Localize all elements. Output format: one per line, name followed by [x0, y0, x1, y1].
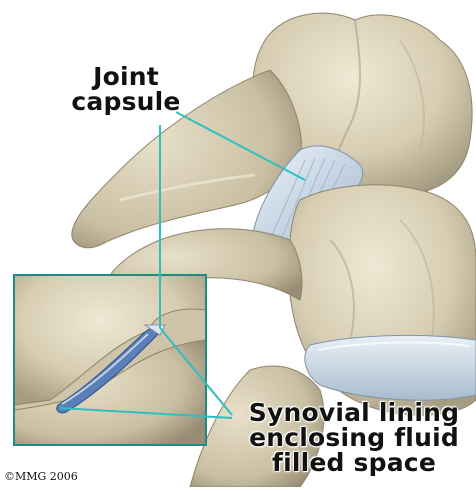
synovial-lining-label-line-3: filled space [232, 450, 476, 475]
synovial-lining-label: Synovial lining enclosing fluid filled s… [232, 400, 476, 475]
joint-capsule-label: Joint capsule [66, 64, 186, 114]
joint-capsule-label-line-2: capsule [66, 89, 186, 114]
synovial-lining-label-line-2: enclosing fluid [232, 425, 476, 450]
intervertebral-disc [305, 335, 476, 400]
joint-capsule-label-line-1: Joint [66, 64, 186, 89]
synovial-lining-label-line-1: Synovial lining [232, 400, 476, 425]
copyright-notice: ©MMG 2006 [4, 470, 78, 483]
inset-magnified-view [14, 275, 206, 445]
